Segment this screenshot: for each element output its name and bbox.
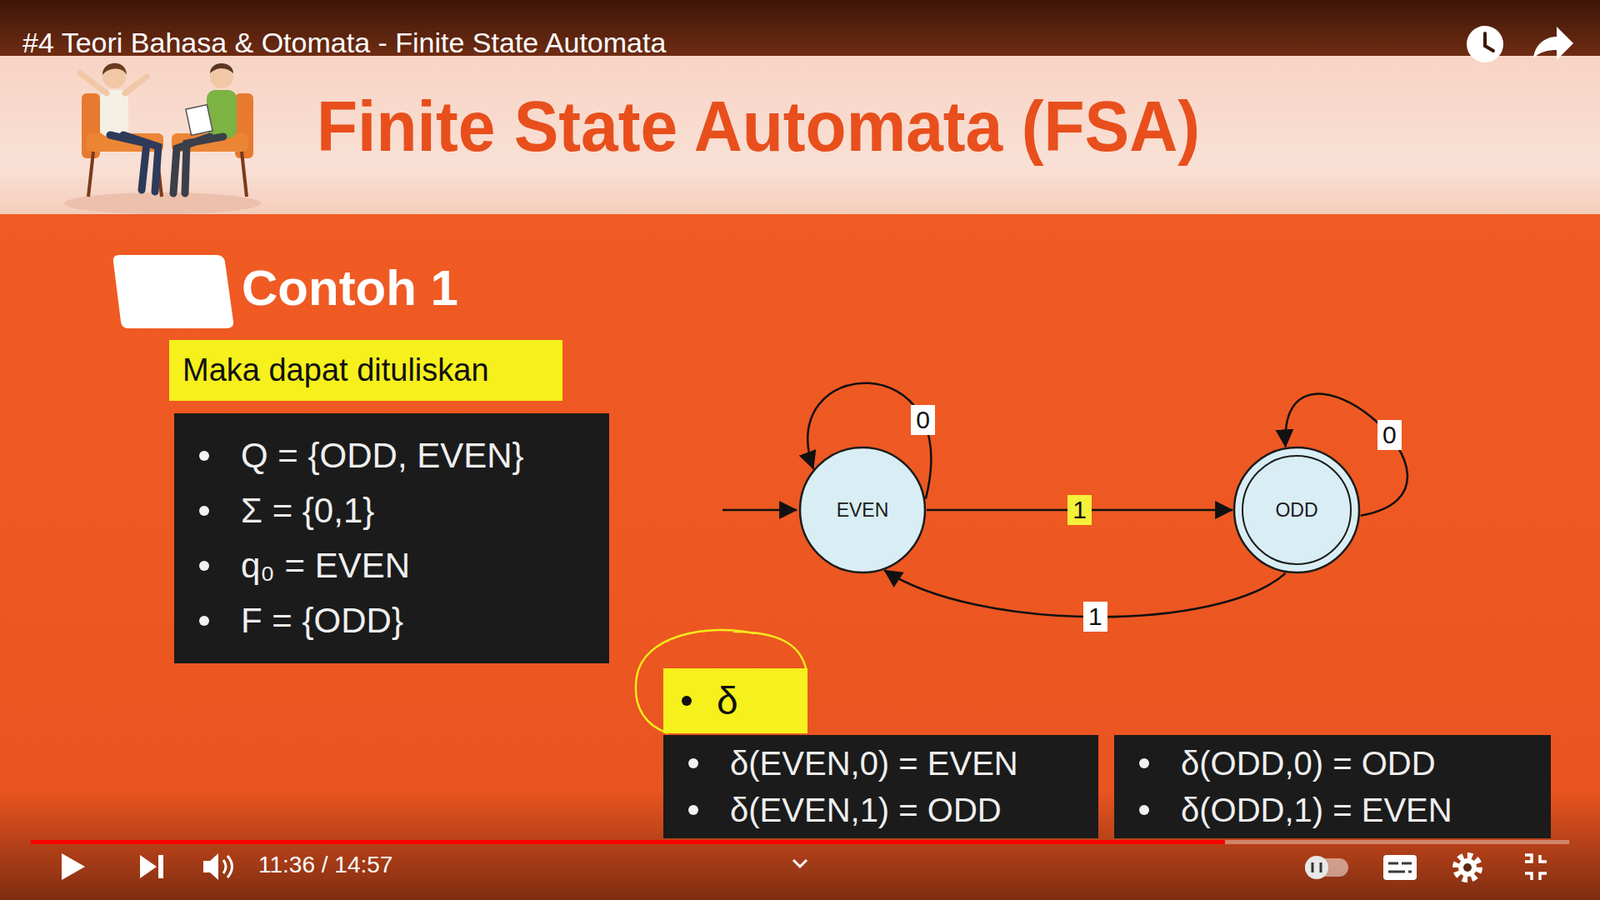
chevron-icon [793, 860, 807, 867]
volume-waves [223, 855, 233, 878]
gear-teeth [1455, 855, 1480, 880]
transition-box: δ(EVEN,0) = EVEN δ(EVEN,1) = ODD [663, 735, 1099, 839]
exit-fullscreen-icon [1525, 855, 1547, 880]
state-outline [800, 447, 925, 573]
definition-line: q₀ = EVEN [240, 545, 410, 586]
watch-later-icon [1466, 25, 1504, 63]
pause-mark [1312, 862, 1321, 873]
woman-body [100, 90, 129, 137]
start-arrow [722, 509, 797, 512]
bullet-dot [199, 450, 210, 461]
woman-hair [102, 63, 127, 75]
share-icon [1533, 26, 1574, 60]
list-row: q₀ = EVEN [190, 538, 581, 594]
bullet-dot [688, 758, 699, 769]
example-heading: Contoh 1 [241, 263, 459, 314]
heading-tab [113, 255, 234, 329]
state-name: ODD [1275, 499, 1318, 522]
transition-label: 0 [1377, 420, 1402, 450]
list-row: Σ = {0,1} [190, 483, 581, 539]
transition-box: δ(ODD,0) = ODD δ(ODD,1) = EVEN [1114, 735, 1551, 839]
subtitles-lines [1388, 863, 1412, 872]
chair-leg [241, 151, 247, 197]
bullet-dot [1139, 758, 1150, 769]
bullet-dot [199, 505, 210, 516]
list-row: F = {ODD} [190, 593, 581, 649]
heading-box: Maka dapat dituliskan [169, 340, 563, 401]
man-hair [210, 63, 234, 74]
clock-face [1466, 25, 1504, 63]
list-row: Q = {ODD, EVEN} [190, 428, 581, 484]
clock-hands [1485, 33, 1494, 51]
gear-hole [1463, 863, 1472, 872]
definition-line: F = {ODD} [240, 600, 404, 641]
highlight-scribble [635, 630, 807, 734]
list-row: δ(EVEN,0) = EVEN [680, 740, 1070, 787]
clipboard [185, 105, 213, 136]
delta-heading-box: δ [663, 668, 808, 734]
final-state-circle: ODD [1232, 445, 1361, 575]
transition-label: 1 [1067, 495, 1092, 525]
state-outline [1234, 447, 1360, 573]
definition-line: Q = {ODD, EVEN} [240, 435, 525, 476]
list-row: δ(ODD,1) = EVEN [1130, 786, 1523, 834]
transition-rule: δ(ODD,0) = ODD [1180, 745, 1436, 783]
time-display: 11:36 / 14:57 [258, 853, 393, 877]
state-circle: EVEN [798, 445, 927, 575]
next-icon [140, 855, 164, 879]
list-row: δ(EVEN,1) = ODD [680, 786, 1070, 834]
people-illustration [80, 63, 254, 197]
list-row: δ(ODD,0) = ODD [1130, 740, 1523, 787]
bullet-dot [688, 805, 699, 815]
play-icon [61, 853, 85, 880]
bullet-dot [681, 695, 692, 706]
state-name: EVEN [836, 499, 890, 522]
bullet-dot [199, 615, 210, 626]
transition-label: 0 [910, 405, 935, 435]
autoplay-knob [1305, 855, 1329, 880]
bullet-dot [1139, 805, 1150, 815]
delta-symbol: δ [716, 678, 739, 724]
subtitles-icon [1383, 855, 1417, 880]
man-legs [173, 136, 224, 194]
video-title: #4 Teori Bahasa & Otomata - Finite State… [22, 28, 666, 57]
volume-icon [203, 853, 219, 880]
transition-rule: δ(EVEN,1) = ODD [730, 791, 1002, 830]
definition-line: Σ = {0,1} [240, 490, 375, 531]
chair-leg [88, 151, 94, 197]
settings-icon [1455, 855, 1480, 880]
controls-shade [0, 791, 1600, 900]
transition-rule: δ(ODD,1) = EVEN [1180, 791, 1453, 830]
transition-label: 1 [1083, 601, 1108, 632]
heading-text: Maka dapat dituliskan [182, 352, 490, 389]
bullet-dot [199, 560, 210, 571]
gear-body [1458, 858, 1477, 877]
slide-title: Finite State Automata (FSA) [316, 90, 1200, 162]
progress-remaining [1225, 840, 1570, 845]
final-ring [1242, 455, 1351, 565]
progress-played [30, 840, 1225, 845]
woman-legs [110, 135, 159, 192]
transition-rule: δ(EVEN,0) = EVEN [730, 745, 1019, 783]
definition-box: Q = {ODD, EVEN} Σ = {0,1} q₀ = EVEN F = {OD… [174, 413, 610, 664]
